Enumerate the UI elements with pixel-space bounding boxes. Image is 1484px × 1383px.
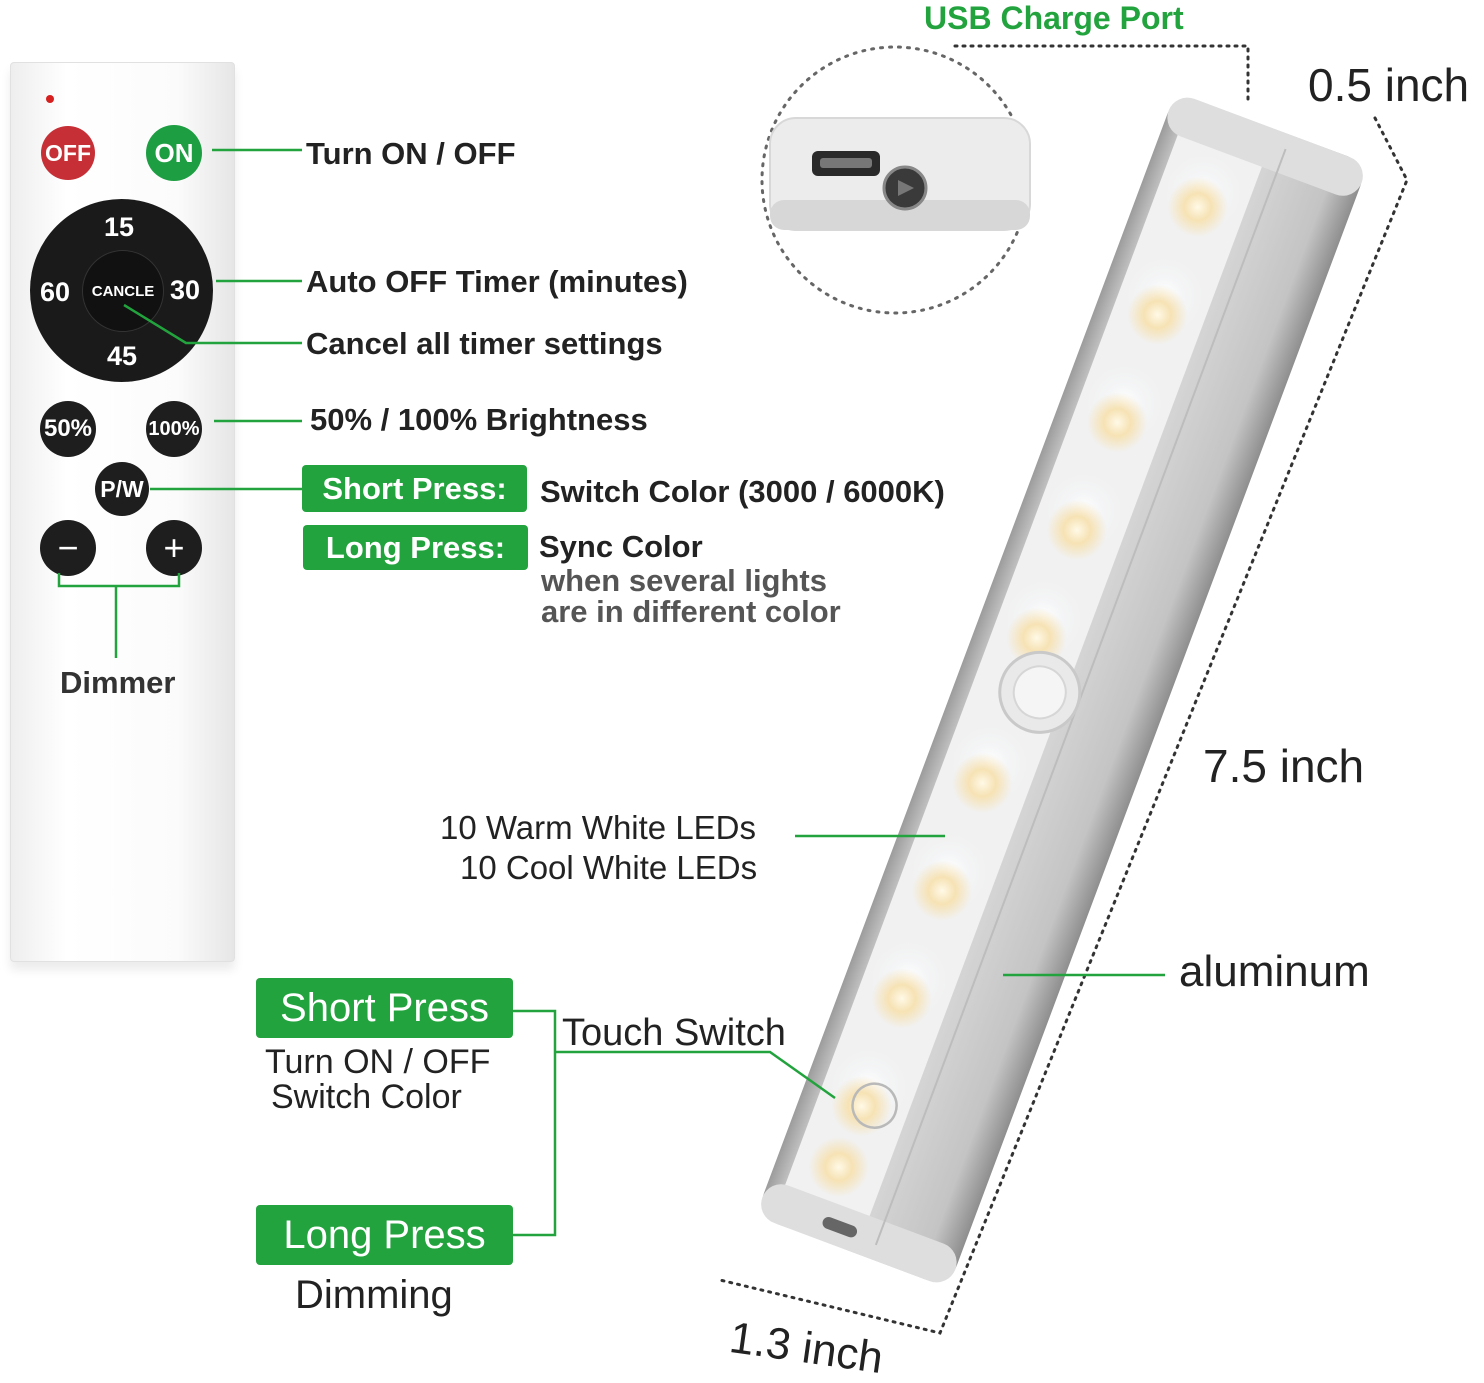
led-indicator: [46, 95, 54, 103]
cancel-label: CANCLE: [91, 282, 155, 300]
cancel-timer-button[interactable]: CANCLE: [82, 250, 164, 332]
brightness-100-button[interactable]: 100%: [146, 401, 202, 457]
on-button[interactable]: ON: [146, 125, 202, 181]
touch-long-press-label: Long Press: [283, 1213, 486, 1257]
timer-60-button[interactable]: 60: [40, 277, 71, 307]
touch-short-press-tag: Short Press: [256, 978, 513, 1038]
cool-leds-label: 10 Cool White LEDs: [460, 849, 758, 886]
material-label: aluminum: [1179, 947, 1370, 996]
long-press-subtext-2: are in different color: [541, 594, 841, 629]
long-press-tag-label: Long Press:: [325, 530, 506, 565]
usb-charge-port-label: USB Charge Port: [924, 0, 1184, 36]
touch-long-desc: Dimming: [295, 1273, 453, 1317]
brightness-50-button[interactable]: 50%: [40, 401, 96, 457]
plus-icon: +: [163, 527, 185, 568]
brightness-100-label: 100%: [148, 418, 200, 440]
brightness-label: 50% / 100% Brightness: [310, 402, 648, 437]
touch-short-press-label: Short Press: [280, 986, 489, 1030]
pw-label: P/W: [100, 475, 144, 502]
light-bar: [761, 97, 1363, 1283]
on-button-label: ON: [154, 138, 194, 168]
brightness-50-label: 50%: [43, 415, 93, 442]
touch-short-desc-2: Switch Color: [271, 1078, 462, 1116]
long-press-subtext-1: when several lights: [541, 563, 827, 598]
length-dimension-label: 7.5 inch: [1203, 740, 1365, 792]
width-dimension-label: 0.5 inch: [1308, 59, 1470, 111]
off-button[interactable]: OFF: [41, 126, 95, 180]
timer-45-button[interactable]: 45: [107, 341, 138, 371]
touch-switch-label: Touch Switch: [562, 1012, 786, 1054]
timer-30-button[interactable]: 30: [170, 275, 201, 305]
cancel-timer-label: Cancel all timer settings: [306, 326, 663, 361]
auto-off-timer-label: Auto OFF Timer (minutes): [306, 264, 688, 299]
turn-on-off-label: Turn ON / OFF: [306, 136, 516, 171]
minus-icon: −: [57, 527, 79, 568]
pw-button[interactable]: P/W: [95, 462, 149, 516]
short-press-tag-label: Short Press:: [322, 471, 507, 506]
touch-short-desc-1: Turn ON / OFF: [265, 1043, 491, 1081]
warm-leds-label: 10 Warm White LEDs: [440, 809, 757, 846]
long-press-tag: Long Press:: [303, 525, 528, 570]
touch-long-press-tag: Long Press: [256, 1205, 513, 1265]
long-press-description: Sync Color: [539, 529, 703, 564]
dim-plus-button[interactable]: +: [146, 520, 202, 576]
dim-minus-button[interactable]: −: [40, 520, 96, 576]
timer-15-button[interactable]: 15: [104, 212, 135, 242]
touch-switch-icon: [851, 1082, 898, 1129]
short-press-tag: Short Press:: [302, 465, 527, 512]
short-press-description: Switch Color (3000 / 6000K): [540, 474, 945, 509]
dimmer-label: Dimmer: [60, 665, 176, 700]
off-button-label: OFF: [45, 139, 91, 166]
